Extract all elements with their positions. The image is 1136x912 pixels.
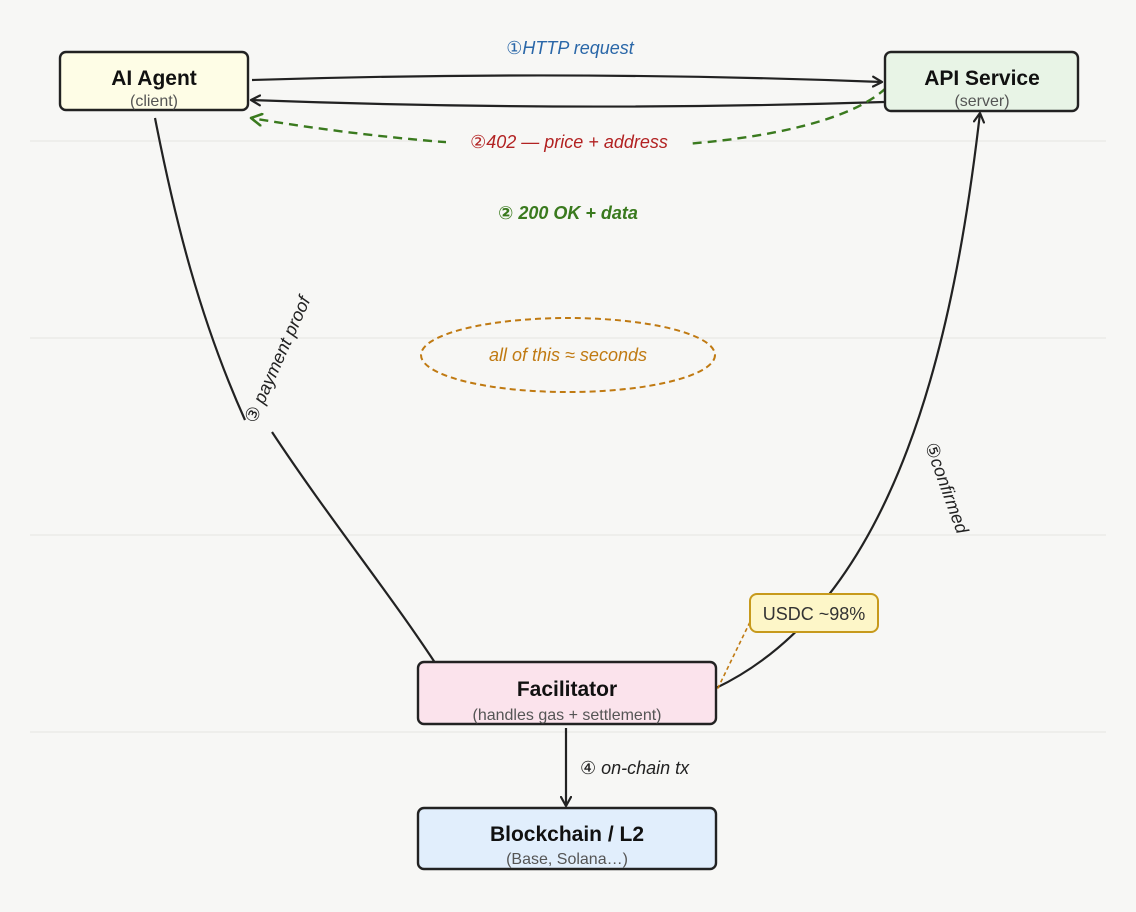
node-facilitator-box [416, 660, 718, 726]
node-ai-agent-subtitle: (client) [130, 93, 178, 110]
node-facilitator-subtitle: (handles gas + settlement) [473, 707, 662, 724]
usdc-connector [715, 621, 751, 693]
usdc-badge-text: USDC ~98% [763, 604, 866, 624]
edge-payment-proof-lower [271, 431, 443, 675]
timing-note-text: all of this ≈ seconds [489, 345, 647, 365]
node-blockchain-title: Blockchain / L2 [490, 823, 644, 846]
node-api-service-box [883, 50, 1080, 113]
node-ai-agent-box [58, 50, 250, 112]
node-ai-agent-title: AI Agent [111, 67, 197, 90]
node-api-service-subtitle: (server) [954, 93, 1009, 110]
label-onchain-tx: ④ on-chain tx [580, 758, 690, 778]
label-ok-data: ② 200 OK + data [498, 203, 638, 223]
background-gridlines [30, 140, 1106, 733]
node-api-service-title: API Service [924, 67, 1040, 90]
timing-note: all of this ≈ seconds [420, 317, 716, 393]
node-ai-agent: AI Agent (client) [58, 50, 250, 112]
timing-note-ellipse [420, 317, 716, 393]
label-confirmed: ⑤confirmed [921, 440, 973, 537]
edge-response-return [251, 100, 885, 108]
node-blockchain: Blockchain / L2 (Base, Solana…) [416, 806, 718, 871]
label-http-request: ①HTTP request [506, 38, 635, 58]
edge-payment-required [251, 87, 887, 149]
node-api-service: API Service (server) [883, 50, 1080, 113]
node-blockchain-subtitle: (Base, Solana…) [506, 851, 628, 868]
usdc-badge: USDC ~98% [749, 593, 879, 633]
label-payment-required: ②402 — price + address [470, 132, 668, 152]
edge-confirmed [715, 113, 980, 689]
edge-payment-proof-upper [153, 117, 247, 421]
node-blockchain-box [416, 806, 718, 871]
node-facilitator: Facilitator (handles gas + settlement) [416, 660, 718, 726]
node-facilitator-title: Facilitator [517, 678, 617, 701]
label-payment-required-backdrop [446, 128, 692, 156]
usdc-badge-box [749, 593, 879, 633]
label-payment-proof: ③ payment proof [241, 291, 315, 425]
edge-http-request [251, 74, 882, 82]
